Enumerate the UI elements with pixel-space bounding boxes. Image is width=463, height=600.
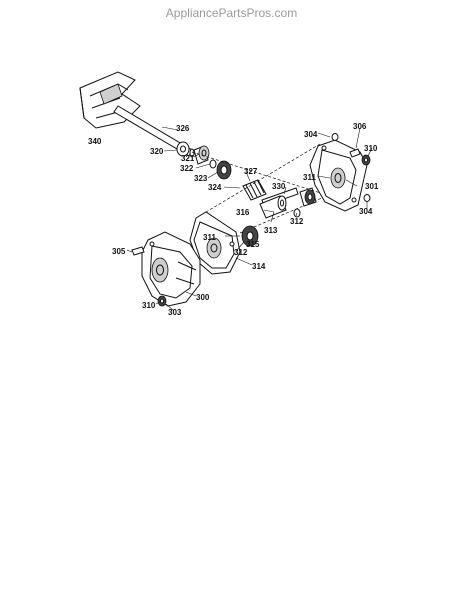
impeller-assembly — [79, 71, 195, 158]
bearing-312-right — [299, 187, 317, 207]
part-label-304-top: 304 — [304, 130, 318, 139]
spacer-322 — [209, 159, 217, 169]
part-label-314: 314 — [252, 262, 266, 271]
part-label-327: 327 — [244, 167, 258, 176]
housing-left-300 — [141, 231, 201, 307]
washer-310-left — [157, 295, 167, 307]
bolt-305 — [131, 246, 145, 256]
part-label-313: 313 — [264, 226, 278, 235]
part-label-340: 340 — [88, 137, 102, 146]
washer-310-right — [361, 154, 371, 166]
leader-lines — [126, 126, 373, 312]
part-labels: 340 326 320 321 322 323 324 327 330 304 … — [88, 122, 379, 317]
bearing-321 — [193, 145, 210, 165]
part-label-330: 330 — [272, 182, 286, 191]
bolt-306 — [349, 148, 361, 158]
part-label-303: 303 — [168, 308, 182, 317]
part-label-300: 300 — [196, 293, 210, 302]
part-label-320: 320 — [150, 147, 164, 156]
part-label-310-right: 310 — [364, 144, 378, 153]
part-label-323: 323 — [194, 174, 208, 183]
site-watermark: AppliancePartsPros.com — [165, 6, 298, 20]
part-label-321: 321 — [181, 154, 195, 163]
part-label-305: 305 — [112, 247, 126, 256]
centerline-housing — [195, 143, 321, 219]
nut-304-top — [331, 133, 339, 141]
sleeve-313 — [259, 195, 287, 219]
part-label-306: 306 — [353, 122, 367, 131]
part-label-312-left: 312 — [234, 248, 248, 257]
part-label-322: 322 — [180, 164, 194, 173]
part-label-310-left: 310 — [142, 301, 156, 310]
washer-320 — [176, 141, 190, 157]
part-label-312-right: 312 — [290, 217, 304, 226]
part-label-324: 324 — [208, 183, 222, 192]
gear-323 — [216, 160, 232, 180]
part-label-304-bottom: 304 — [359, 207, 373, 216]
housing-right-301 — [309, 139, 368, 212]
part-label-315: 315 — [246, 240, 260, 249]
nut-304-bottom — [363, 194, 371, 202]
centerline-upper — [191, 151, 331, 197]
part-label-301: 301 — [365, 182, 379, 191]
part-label-316: 316 — [236, 208, 250, 217]
worm-gear-327 — [242, 179, 267, 201]
part-label-326: 326 — [176, 124, 190, 133]
part-label-311-left: 311 — [203, 233, 216, 242]
part-label-311-right: 311 — [303, 173, 316, 182]
